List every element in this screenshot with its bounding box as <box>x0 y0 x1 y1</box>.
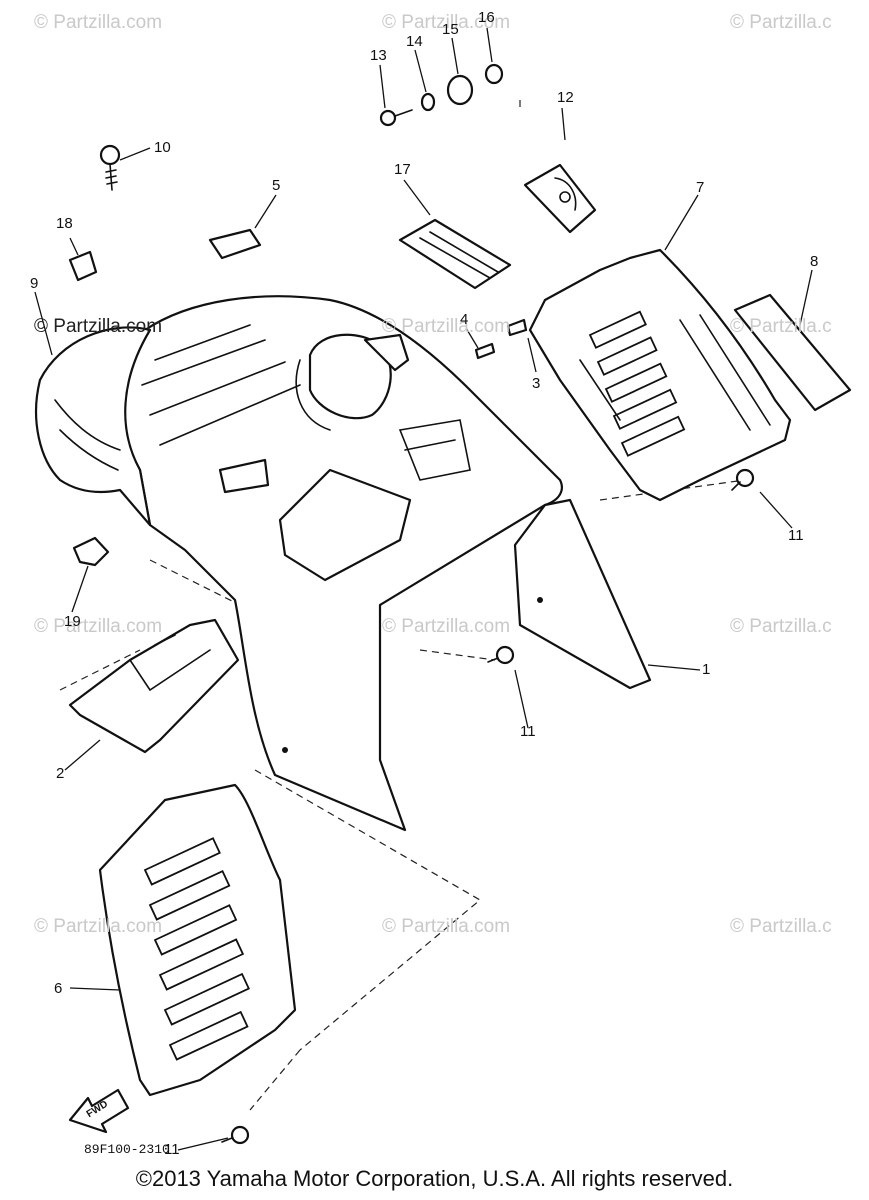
callout-18: 18 <box>56 215 73 232</box>
watermark: © Partzilla.com <box>34 916 163 937</box>
part-10-bolt <box>99 144 121 191</box>
part-6-lower-panel <box>98 783 297 1097</box>
watermark: © Partzilla.com <box>382 616 511 637</box>
callout-12: 12 <box>557 89 574 106</box>
callout-2: 2 <box>56 765 65 782</box>
fwd-arrow-icon <box>68 1088 130 1134</box>
leader-lines <box>34 27 813 1151</box>
callout-4: 4 <box>460 311 469 328</box>
watermark: © Partzilla.com <box>34 616 163 637</box>
part-1-main-cover <box>120 295 652 832</box>
watermark: © Partzilla.c <box>730 616 832 637</box>
callout-8: 8 <box>810 253 819 270</box>
part-5-clip <box>208 228 262 260</box>
watermark: © Partzilla.c <box>730 316 832 337</box>
callout-1: 1 <box>702 661 711 678</box>
part-7-upper-panel <box>528 248 792 502</box>
watermark: © Partzilla.com <box>382 316 511 337</box>
diagram-code: 89F100-2310 <box>84 1142 170 1157</box>
watermark: © Partzilla.c <box>730 12 832 33</box>
part-19-clip <box>72 536 110 567</box>
callout-11: 11 <box>788 527 804 544</box>
part-11-screws <box>221 468 755 1145</box>
callout-11: 11 <box>164 1141 180 1158</box>
watermark: © Partzilla.com <box>382 916 511 937</box>
callout-10: 10 <box>154 139 171 156</box>
part-17-label <box>398 218 512 290</box>
callout-17: 17 <box>394 161 411 178</box>
callout-9: 9 <box>30 275 39 292</box>
callout-14: 14 <box>406 33 423 50</box>
watermark: © Partzilla.com <box>34 12 163 33</box>
callout-3: 3 <box>532 375 541 392</box>
callout-6: 6 <box>54 980 63 997</box>
callout-7: 7 <box>696 179 705 196</box>
callout-13: 13 <box>370 47 387 64</box>
callout-15: 15 <box>442 21 459 38</box>
callout-11: 11 <box>520 723 536 740</box>
parts-3-4-clips <box>474 318 528 360</box>
part-2-duct <box>68 618 240 754</box>
watermark: © Partzilla.com <box>34 316 163 337</box>
callout-5: 5 <box>272 177 281 194</box>
part-8-strip <box>733 293 852 412</box>
watermark: © Partzilla.c <box>730 916 832 937</box>
part-18-grommet <box>68 250 98 282</box>
callout-19: 19 <box>64 613 81 630</box>
copyright-notice: ©2013 Yamaha Motor Corporation, U.S.A. A… <box>135 1166 734 1191</box>
callout-16: 16 <box>478 9 495 26</box>
parts-13-16-fasteners <box>379 63 504 127</box>
part-9-side-scoop <box>34 326 152 527</box>
watermark: © Partzilla.com <box>382 12 511 33</box>
part-12-bracket <box>523 163 597 234</box>
